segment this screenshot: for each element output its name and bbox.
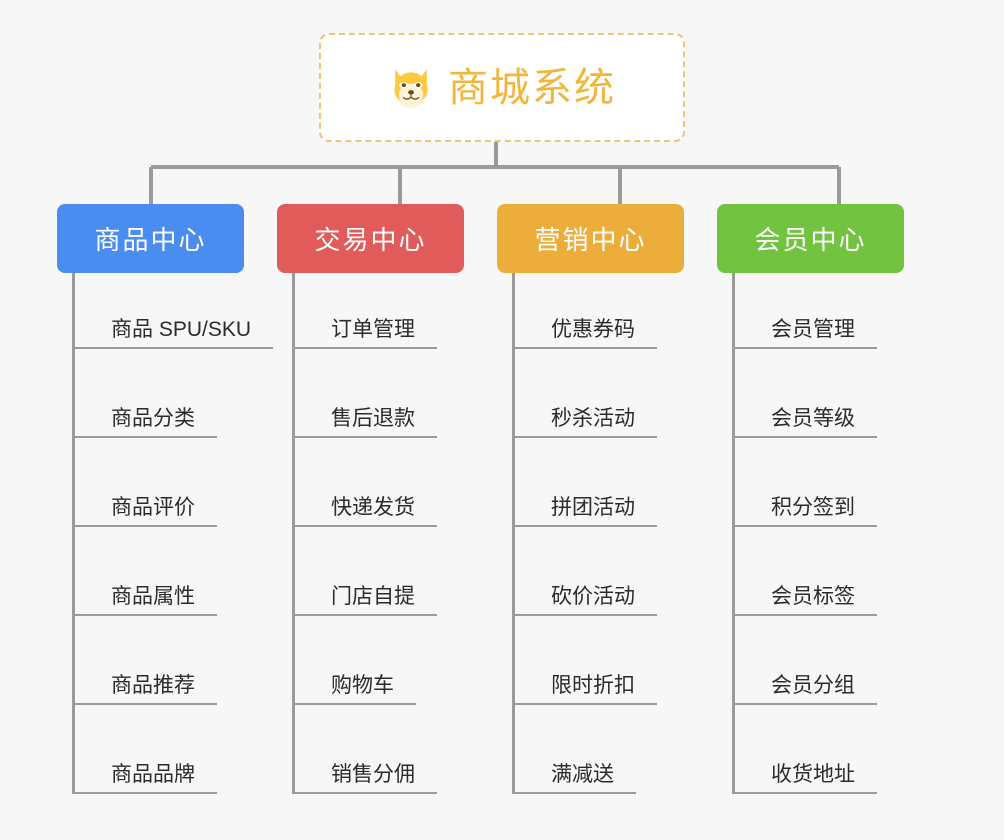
leaf-list-product-center: 商品 SPU/SKU 商品分类 商品评价 商品属性 商品推荐 商品品牌 bbox=[72, 273, 274, 794]
leaf-list-marketing-center: 优惠券码 秒杀活动 拼团活动 砍价活动 限时折扣 满减送 bbox=[512, 273, 657, 794]
leaf-item[interactable]: 购物车 bbox=[295, 616, 416, 705]
dog-face-icon bbox=[394, 68, 428, 108]
column-product-center: 商品中心 商品 SPU/SKU 商品分类 商品评价 商品属性 商品推荐 商品品牌 bbox=[57, 204, 277, 794]
leaf-item[interactable]: 快递发货 bbox=[295, 438, 437, 527]
leaf-item[interactable]: 会员标签 bbox=[735, 527, 877, 616]
leaf-item[interactable]: 优惠券码 bbox=[515, 289, 657, 349]
category-columns: 商品中心 商品 SPU/SKU 商品分类 商品评价 商品属性 商品推荐 商品品牌… bbox=[0, 204, 1004, 794]
leaf-item[interactable]: 积分签到 bbox=[735, 438, 877, 527]
category-box-product-center[interactable]: 商品中心 bbox=[57, 204, 244, 273]
category-box-marketing-center[interactable]: 营销中心 bbox=[497, 204, 684, 273]
column-marketing-center: 营销中心 优惠券码 秒杀活动 拼团活动 砍价活动 限时折扣 满减送 bbox=[497, 204, 717, 794]
leaf-item[interactable]: 会员管理 bbox=[735, 289, 877, 349]
category-label: 商品中心 bbox=[94, 225, 207, 255]
category-label: 交易中心 bbox=[314, 225, 427, 255]
leaf-item[interactable]: 商品品牌 bbox=[75, 705, 217, 794]
column-trade-center: 交易中心 订单管理 售后退款 快递发货 门店自提 购物车 销售分佣 bbox=[277, 204, 497, 794]
root-node[interactable]: 商城系统 bbox=[319, 33, 685, 142]
leaf-item[interactable]: 会员分组 bbox=[735, 616, 877, 705]
category-box-member-center[interactable]: 会员中心 bbox=[717, 204, 904, 273]
leaf-item[interactable]: 门店自提 bbox=[295, 527, 437, 616]
column-member-center: 会员中心 会员管理 会员等级 积分签到 会员标签 会员分组 收货地址 bbox=[717, 204, 937, 794]
leaf-list-trade-center: 订单管理 售后退款 快递发货 门店自提 购物车 销售分佣 bbox=[292, 273, 437, 794]
leaf-item[interactable]: 售后退款 bbox=[295, 349, 437, 438]
leaf-item[interactable]: 会员等级 bbox=[735, 349, 877, 438]
leaf-item[interactable]: 销售分佣 bbox=[295, 705, 437, 794]
category-label: 营销中心 bbox=[534, 225, 647, 255]
leaf-item[interactable]: 限时折扣 bbox=[515, 616, 657, 705]
category-label: 会员中心 bbox=[754, 225, 867, 255]
leaf-list-member-center: 会员管理 会员等级 积分签到 会员标签 会员分组 收货地址 bbox=[732, 273, 877, 794]
leaf-item[interactable]: 商品属性 bbox=[75, 527, 217, 616]
leaf-item[interactable]: 满减送 bbox=[515, 705, 636, 794]
leaf-item[interactable]: 砍价活动 bbox=[515, 527, 657, 616]
leaf-item[interactable]: 商品评价 bbox=[75, 438, 217, 527]
category-box-trade-center[interactable]: 交易中心 bbox=[277, 204, 464, 273]
leaf-item[interactable]: 商品推荐 bbox=[75, 616, 217, 705]
leaf-item[interactable]: 收货地址 bbox=[735, 705, 877, 794]
root-title: 商城系统 bbox=[448, 65, 616, 110]
leaf-item[interactable]: 秒杀活动 bbox=[515, 349, 657, 438]
leaf-item[interactable]: 商品 SPU/SKU bbox=[75, 289, 274, 349]
leaf-item[interactable]: 商品分类 bbox=[75, 349, 217, 438]
leaf-item[interactable]: 拼团活动 bbox=[515, 438, 657, 527]
root-node-wrapper: 商城系统 bbox=[0, 33, 1004, 142]
leaf-item[interactable]: 订单管理 bbox=[295, 289, 437, 349]
